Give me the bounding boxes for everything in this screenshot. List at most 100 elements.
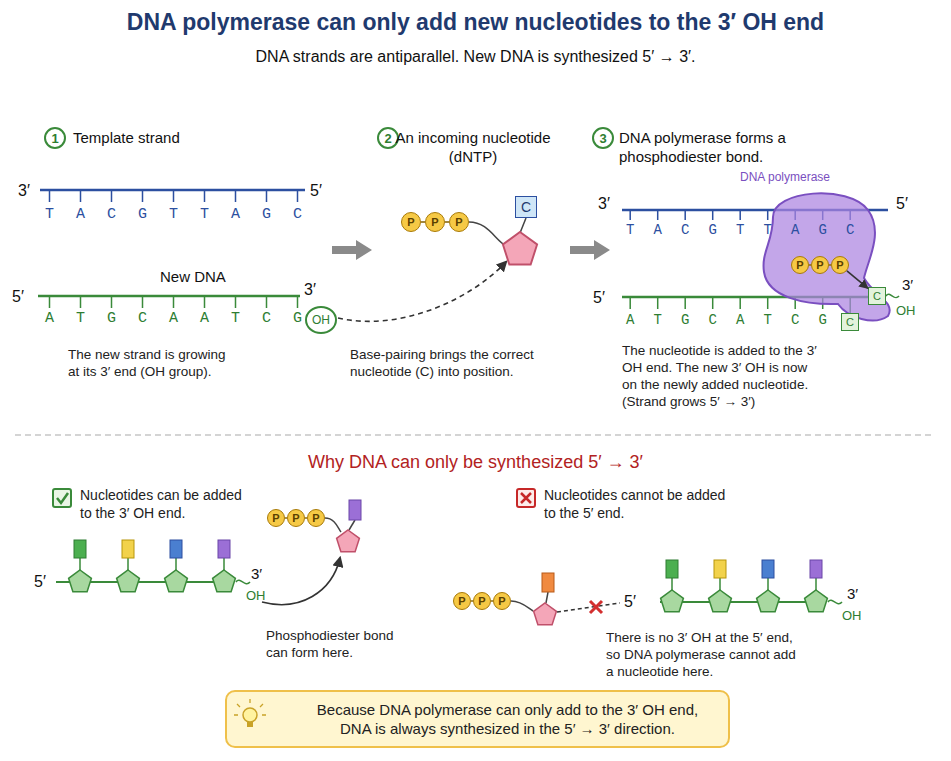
base-block <box>74 540 86 558</box>
node-text: P <box>292 512 299 524</box>
node-text: P <box>816 259 823 271</box>
node-text: P <box>478 595 485 607</box>
blocked-mark <box>590 601 602 613</box>
base-link <box>546 592 548 603</box>
sugar-pentagon <box>709 590 732 612</box>
node-text: C <box>846 316 854 328</box>
text-label: Template strand <box>73 129 180 148</box>
hydroxyl-circle: OH <box>305 306 337 334</box>
dashed-arrow <box>338 262 506 321</box>
phosphate-bond <box>471 600 473 602</box>
phosphate-circle: P <box>453 592 471 610</box>
check-box <box>53 489 71 507</box>
note-box: Because DNA polymerase can only add to t… <box>225 690 730 748</box>
node-text: 3 <box>599 131 606 146</box>
step-arrow <box>332 240 372 260</box>
base-block <box>762 560 774 578</box>
phosphate-bond <box>445 221 449 223</box>
text-label: The new strand is growing at its 3′ end … <box>68 347 240 381</box>
text-label: There is no 3′ OH at the 5′ end, so DNA … <box>606 630 806 681</box>
phosphate-circle: P <box>493 592 511 610</box>
phosphate-bond <box>305 517 307 519</box>
text-label: 3′ <box>598 194 610 214</box>
new-strand <box>38 295 300 298</box>
text-label: 3′ <box>847 585 858 604</box>
text-label: 5′ <box>624 592 636 612</box>
base-block <box>218 540 230 558</box>
sugar-pentagon <box>213 570 236 592</box>
node-text: P <box>796 259 803 271</box>
attach-arrow <box>847 271 868 289</box>
text-label: OH <box>842 608 862 624</box>
diagram-title: DNA polymerase can only add new nucleoti… <box>0 9 951 36</box>
bulb-base <box>247 722 253 727</box>
step-number: 1 <box>44 127 66 149</box>
text-label: 5′ <box>34 572 46 592</box>
node-text: 1 <box>51 131 58 146</box>
node-text: P <box>458 595 465 607</box>
base-block <box>542 573 554 592</box>
bond-arrow <box>262 558 340 605</box>
phosphate-circle: P <box>449 212 469 232</box>
text-label: Base-pairing brings the correct nucleoti… <box>350 347 565 381</box>
node-text: P <box>498 595 505 607</box>
sugar-pentagon <box>503 232 537 265</box>
node-text: P <box>407 216 414 228</box>
node-text: P <box>836 259 843 271</box>
text-label: 5′ <box>896 194 908 214</box>
phosphate-circle: P <box>307 509 325 527</box>
phosphate-circle: P <box>831 256 849 274</box>
phosphate-circle: P <box>425 212 445 232</box>
base-block <box>810 560 822 578</box>
sugar-pentagon <box>69 570 92 592</box>
strand-end-curl <box>828 600 842 603</box>
base-sequence: A T G C A A T C G <box>45 311 302 326</box>
base-block <box>122 540 134 558</box>
node-text: OH <box>312 313 330 327</box>
base-link <box>349 520 355 530</box>
base-block <box>349 500 361 520</box>
node-text: P <box>272 512 279 524</box>
text-label: 3′ <box>304 280 316 300</box>
cross-mark <box>521 493 531 503</box>
text-label: The nucleotide is added to the 3′ OH end… <box>622 343 822 394</box>
text-label: OH <box>896 303 916 319</box>
text-label: 3′ <box>18 181 30 201</box>
step-arrow <box>570 240 610 260</box>
sugar-pentagon <box>165 570 188 592</box>
base-sequence: T A C G T T A G C <box>45 207 302 222</box>
phosphate-circle: P <box>811 256 829 274</box>
text-label: Phosphodiester bond can form here. <box>266 628 411 662</box>
node-text: P <box>312 512 319 524</box>
sugar-link <box>511 601 533 611</box>
text-label: OH <box>246 588 266 604</box>
base-sequence: A T G C A T C G <box>626 313 827 327</box>
phosphate-circle: P <box>267 509 285 527</box>
sugar-link <box>325 518 341 532</box>
text-label: 3′ <box>902 276 913 295</box>
text-label: 5′ <box>593 288 605 308</box>
sugar-link <box>469 222 506 246</box>
sugar-pentagon <box>805 590 828 612</box>
sugar-pentagon <box>661 590 684 612</box>
check-mark <box>57 493 68 503</box>
base-block <box>170 540 182 558</box>
phosphate-bond <box>285 517 287 519</box>
text-label: New DNA <box>160 268 226 287</box>
phosphate-bond <box>809 264 811 266</box>
base-box: C <box>515 196 537 218</box>
phosphate-circle: P <box>473 592 491 610</box>
node-text: P <box>455 216 462 228</box>
strand-end-curl <box>236 580 250 583</box>
text-label: DNA polymerase forms a phosphodiester bo… <box>619 129 804 167</box>
text-label: DNA strands are antiparallel. New DNA is… <box>0 47 951 67</box>
text-label: 3′ <box>251 565 262 584</box>
section-divider <box>15 434 935 435</box>
added-base-box: C <box>868 287 886 305</box>
phosphate-bond <box>421 221 425 223</box>
added-base-box: C <box>841 313 859 331</box>
